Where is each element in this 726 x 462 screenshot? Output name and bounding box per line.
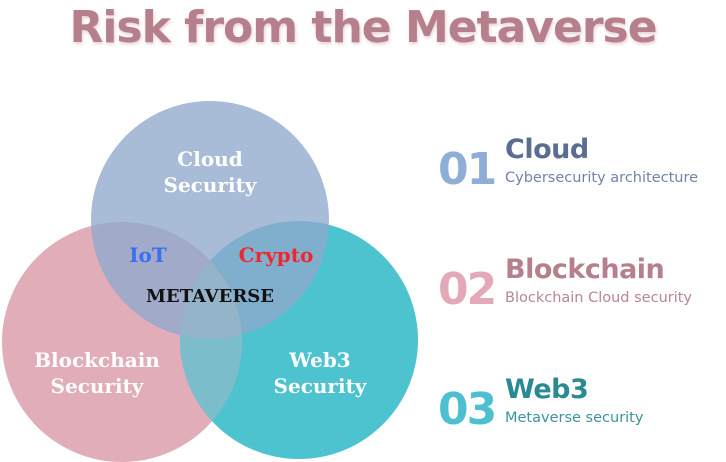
venn-diagram — [2, 101, 418, 462]
blockchain-label-line2: Security — [50, 374, 144, 398]
iot-label: IoT — [129, 243, 167, 267]
blockchain-security-label: Blockchain Security — [22, 347, 172, 399]
venn-circle-cloud — [91, 101, 329, 339]
web3-security-label: Web3 Security — [255, 347, 385, 399]
cloud-label-line1: Cloud — [177, 147, 243, 171]
item-number: 03 — [438, 384, 497, 435]
item-number: 02 — [438, 264, 497, 315]
item-heading: Blockchain — [505, 254, 665, 285]
cloud-security-label: Cloud Security — [140, 146, 280, 198]
blockchain-label-line1: Blockchain — [34, 348, 160, 372]
page-title: Risk from the Metaverse — [69, 2, 657, 53]
crypto-label: Crypto — [238, 243, 314, 267]
item-number: 01 — [438, 144, 497, 195]
item-heading: Web3 — [505, 374, 589, 405]
web3-label-line2: Security — [273, 374, 367, 398]
item-description: Metaverse security — [505, 410, 644, 426]
item-heading: Cloud — [505, 134, 589, 165]
cloud-label-line2: Security — [163, 173, 257, 197]
web3-label-line1: Web3 — [289, 348, 351, 372]
metaverse-label: METAVERSE — [145, 286, 275, 307]
item-description: Cybersecurity architecture — [505, 170, 699, 186]
item-description: Blockchain Cloud security — [505, 290, 693, 306]
